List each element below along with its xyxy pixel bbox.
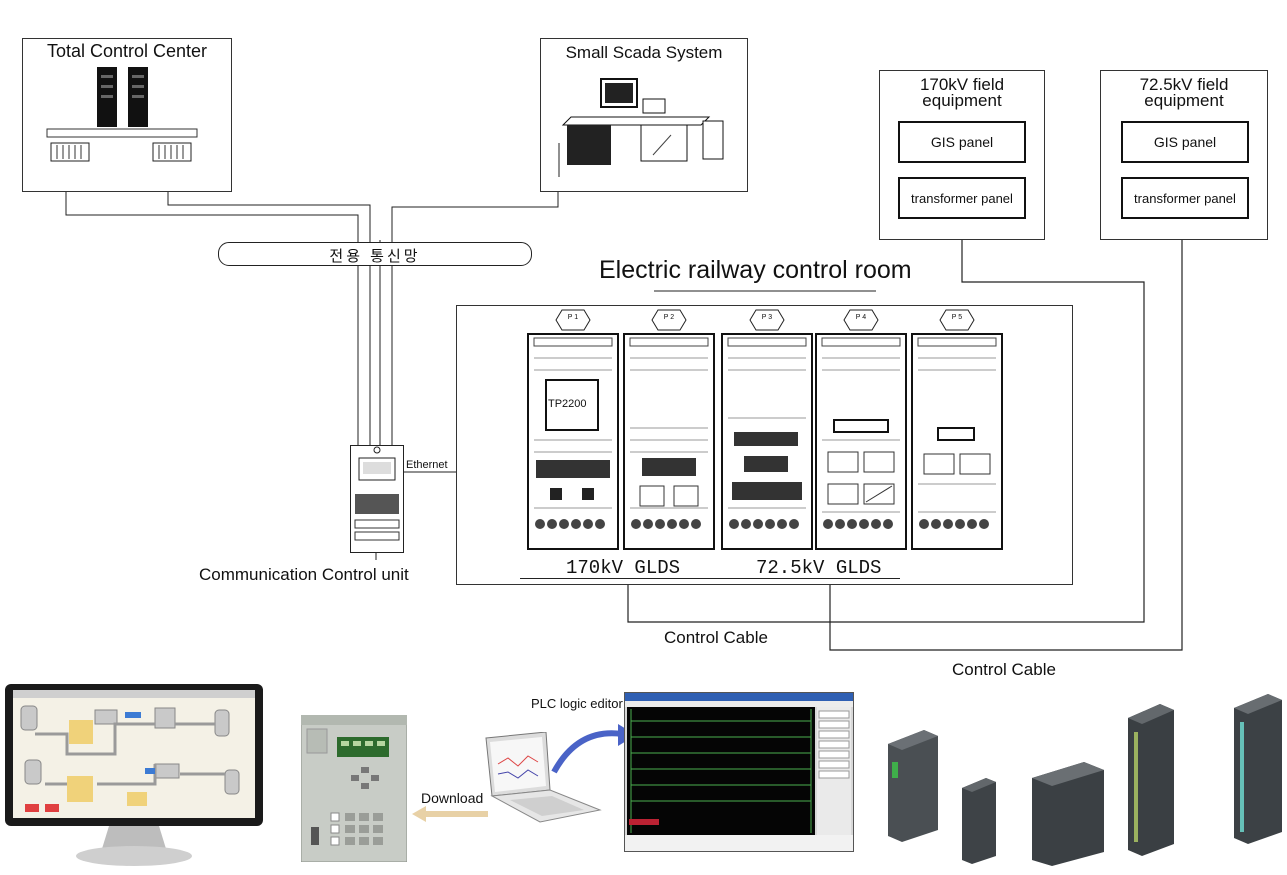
communication-control-unit-label: Communication Control unit bbox=[199, 565, 409, 584]
glds-72kv-label: 72.5kV GLDS bbox=[756, 557, 882, 579]
communication-control-unit bbox=[350, 445, 404, 553]
hmi-monitor bbox=[5, 684, 263, 870]
control-room-title: Electric railway control room bbox=[599, 256, 912, 284]
plc-logic-editor-label: PLC logic editor bbox=[531, 696, 623, 711]
cabinet-drawing bbox=[721, 309, 813, 550]
download-label: Download bbox=[421, 790, 484, 806]
cabinet: P 5 bbox=[910, 308, 1004, 553]
field-72kv-gis-panel: GIS panel bbox=[1121, 121, 1249, 163]
cabinet: P 1 TP2200 bbox=[526, 308, 620, 553]
laptop bbox=[480, 731, 604, 828]
panel-screen-label: TP2200 bbox=[548, 398, 587, 410]
cabinet-tag: P 5 bbox=[951, 314, 963, 321]
cabinet-drawing bbox=[527, 309, 619, 550]
plc-editor-window bbox=[624, 692, 854, 852]
cabinet-drawing bbox=[623, 309, 715, 550]
cabinet: P 2 bbox=[622, 308, 716, 553]
cabinet-drawing bbox=[815, 309, 907, 550]
field-170kv-box: 170kV field equipment GIS panel transfor… bbox=[879, 70, 1045, 240]
server-rack-icon bbox=[46, 67, 198, 162]
field-72kv-transformer-panel: transformer panel bbox=[1121, 177, 1249, 219]
control-cable-label-1: Control Cable bbox=[664, 628, 768, 647]
plc-modules bbox=[888, 694, 1282, 866]
small-scada-box: Small Scada System bbox=[540, 38, 748, 192]
field-170kv-gis-panel: GIS panel bbox=[898, 121, 1026, 163]
relay-device bbox=[300, 714, 408, 863]
cabinet: P 3 bbox=[720, 308, 814, 553]
network-bus: 전용 통신망 bbox=[218, 242, 532, 266]
laptop-image bbox=[485, 731, 602, 823]
field-72kv-box: 72.5kV field equipment GIS panel transfo… bbox=[1100, 70, 1268, 240]
network-bus-label: 전용 통신망 bbox=[329, 248, 421, 265]
small-scada-title: Small Scada System bbox=[565, 43, 723, 62]
cabinet-tag: P 3 bbox=[761, 314, 773, 321]
control-unit-icon bbox=[354, 446, 400, 541]
field-72kv-title: 72.5kV field equipment bbox=[1139, 75, 1229, 110]
glds-underline bbox=[520, 578, 900, 579]
plc-editor-image bbox=[625, 693, 853, 851]
ethernet-label: Ethernet bbox=[406, 459, 448, 471]
download-arrow bbox=[412, 806, 488, 822]
field-170kv-title: 170kV field equipment bbox=[919, 75, 1005, 110]
total-control-center-box: Total Control Center bbox=[22, 38, 232, 192]
total-control-center-title: Total Control Center bbox=[46, 41, 208, 61]
cabinet-tag: P 4 bbox=[855, 314, 867, 321]
cabinet: P 4 bbox=[814, 308, 908, 553]
glds-170kv-label: 170kV GLDS bbox=[566, 557, 681, 579]
relay-device-image bbox=[300, 714, 408, 863]
cabinet-drawing bbox=[911, 309, 1003, 550]
cabinet-tag: P 1 bbox=[567, 314, 579, 321]
hmi-monitor-image bbox=[5, 684, 263, 866]
workstation-icon bbox=[558, 78, 724, 177]
field-170kv-transformer-panel: transformer panel bbox=[898, 177, 1026, 219]
cabinet-row: P 1 TP2200 P 2 P 3 bbox=[526, 308, 1006, 553]
cabinet-tag: P 2 bbox=[663, 314, 675, 321]
control-cable-label-2: Control Cable bbox=[952, 660, 1056, 679]
